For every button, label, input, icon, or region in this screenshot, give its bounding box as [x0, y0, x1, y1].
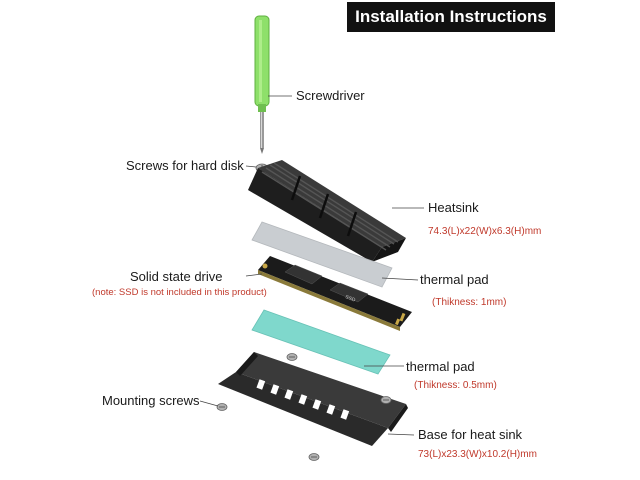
mounting-screw-top	[286, 353, 298, 361]
label-heatsink: Heatsink	[428, 200, 479, 215]
label-thermal-pad-1: thermal pad	[420, 272, 489, 287]
thermal-pad-grey	[251, 221, 393, 288]
heatsink	[248, 160, 406, 262]
svg-text:SSD: SSD	[344, 294, 356, 303]
page-title: Installation Instructions	[347, 2, 555, 32]
label-base: Base for heat sink	[418, 427, 523, 442]
label-screws-hard-disk: Screws for hard disk	[126, 158, 244, 173]
thermal-pad-2-thickness: (Thikness: 0.5mm)	[414, 380, 497, 391]
label-ssd: Solid state drive	[130, 269, 223, 284]
label-mounting-screws: Mounting screws	[102, 393, 200, 408]
thermal-pad-teal	[251, 309, 391, 375]
screwdriver	[254, 15, 270, 154]
ssd-note: (note: SSD is not included in this produ…	[92, 287, 267, 298]
mounting-screws	[216, 396, 392, 461]
base-dimensions: 73(L)x23.3(W)x10.2(H)mm	[418, 449, 537, 460]
heatsink-dimensions: 74.3(L)x22(W)x6.3(H)mm	[428, 226, 542, 237]
ssd: SSD	[258, 256, 412, 331]
heatsink-base	[218, 352, 408, 446]
thermal-pad-1-thickness: (Thikness: 1mm)	[432, 297, 507, 308]
label-thermal-pad-2: thermal pad	[406, 359, 475, 374]
leader-lines	[199, 95, 424, 436]
label-screwdriver: Screwdriver	[296, 88, 365, 103]
